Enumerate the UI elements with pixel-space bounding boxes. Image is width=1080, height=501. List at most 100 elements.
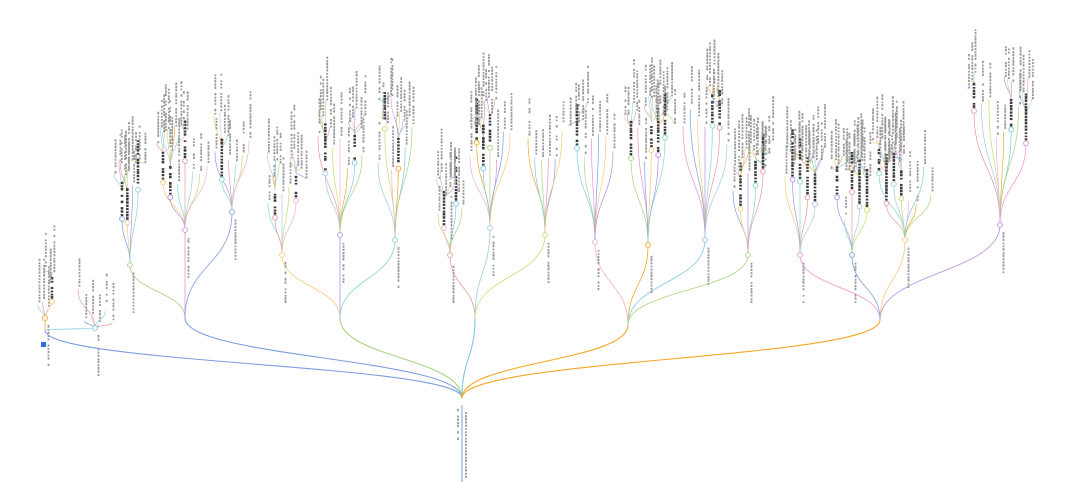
leaf-node-17-1[interactable] [883, 200, 890, 207]
branch-node-15[interactable] [797, 252, 803, 258]
branch-node-14[interactable] [745, 252, 751, 258]
twig-label-18-7-0 [1019, 46, 1022, 91]
leaf-node-0-3[interactable] [49, 298, 55, 305]
leaf-node-15-1[interactable] [789, 176, 796, 183]
leaf-label-17-4 [909, 151, 912, 192]
leaf-label-0-1 [43, 258, 46, 300]
branch-node-5[interactable] [279, 252, 285, 258]
branch-node-1[interactable] [92, 325, 98, 331]
leaf-node-2-1[interactable] [124, 219, 131, 226]
branch-node-6[interactable] [337, 232, 343, 238]
leaf-node-3-1[interactable] [167, 194, 174, 201]
leaf-node-2-0[interactable] [119, 216, 125, 222]
leaf-label-10-3 [549, 114, 551, 156]
branch-node-12[interactable] [645, 242, 651, 248]
twig-edge-0-3-0 [44, 269, 53, 274]
leaf-node-2-3[interactable] [135, 186, 141, 193]
leaf-edge-10-5 [544, 131, 563, 236]
twig-edge-4-1-1 [219, 110, 223, 152]
leaf-node-8-3[interactable] [453, 200, 459, 207]
leaf-node-4-1[interactable] [218, 176, 225, 183]
branch-node-18[interactable] [997, 222, 1003, 228]
leaf-node-16-4[interactable] [864, 207, 870, 213]
branch-node-16[interactable] [849, 252, 855, 258]
branch-edge-12 [627, 244, 649, 326]
leaf-node-8-1[interactable] [441, 225, 447, 231]
leaf-label-11-3 [599, 100, 601, 132]
leaf-edge-13-5 [704, 127, 721, 241]
twig-label-3-0-2 [164, 84, 167, 132]
twig-label-12-3-0 [644, 64, 647, 106]
leaf-node-13-5[interactable] [716, 124, 723, 131]
branch-node-7[interactable] [392, 237, 398, 243]
branch-node-11[interactable] [592, 239, 598, 245]
leaf-node-9-2[interactable] [480, 165, 487, 172]
leaf-node-9-3[interactable] [487, 144, 493, 151]
leaf-node-18-0[interactable] [971, 108, 977, 114]
leaf-node-3-3[interactable] [182, 158, 188, 164]
branch-edge-1 [44, 327, 96, 331]
leaf-node-18-7[interactable] [1023, 140, 1029, 147]
branch-node-4[interactable] [229, 209, 235, 215]
leaf-node-13-4[interactable] [709, 122, 716, 129]
twig-edge-12-3-3 [651, 116, 657, 123]
leaf-node-17-0[interactable] [876, 170, 882, 177]
branch-node-2[interactable] [127, 262, 133, 268]
twig-label-6-5-2 [355, 70, 358, 109]
leaf-node-17-2[interactable] [891, 181, 897, 187]
leaf-node-12-0[interactable] [628, 155, 634, 162]
leaf-label-1-1 [85, 293, 88, 319]
leaf-node-16-0[interactable] [834, 194, 840, 201]
leaf-node-7-3[interactable] [395, 165, 402, 172]
leaf-label-3-4 [192, 138, 195, 169]
leaf-node-11-0[interactable] [574, 145, 580, 152]
leaf-node-12-3[interactable] [648, 147, 655, 153]
leaf-label-11-5 [613, 113, 616, 149]
twig-label-15-4-3 [820, 122, 823, 160]
leaf-node-15-2[interactable] [797, 178, 803, 185]
leaf-node-16-2[interactable] [849, 189, 855, 195]
leaf-edge-18-7 [999, 143, 1027, 226]
leaf-label-1-4 [105, 273, 108, 302]
twig-label-16-2-0 [845, 139, 848, 171]
leaf-node-14-4[interactable] [760, 168, 766, 175]
twig-edge-12-3-2 [651, 96, 653, 123]
leaf-node-18-5[interactable] [1008, 126, 1014, 133]
twig-label-18-5-1 [1007, 48, 1010, 80]
leaf-edge-2-0 [121, 218, 131, 266]
leaf-node-16-3[interactable] [856, 203, 863, 210]
branch-node-10[interactable] [542, 232, 548, 238]
leaf-node-9-1[interactable] [473, 139, 480, 146]
twig-label-3-1-4 [180, 81, 183, 126]
leaf-node-14-3[interactable] [752, 182, 759, 189]
leaf-edge-11-5 [594, 150, 614, 243]
branch-node-9[interactable] [487, 225, 493, 231]
leaf-node-5-1[interactable] [272, 214, 278, 221]
leaf-node-14-1[interactable] [737, 205, 744, 212]
root-node[interactable] [456, 400, 470, 482]
leaf-node-5-4[interactable] [293, 197, 299, 204]
branch-node-0[interactable] [42, 315, 48, 321]
leaf-label-5-1 [273, 193, 277, 215]
twig-label-12-5-1 [662, 71, 665, 115]
leaf-node-6-1[interactable] [322, 170, 329, 177]
leaf-node-3-0[interactable] [160, 179, 166, 186]
leaf-node-6-5[interactable] [351, 159, 358, 166]
leaf-node-12-4[interactable] [655, 152, 662, 158]
twig-edge-17-3-2 [900, 135, 903, 171]
leaf-label-18-2 [989, 62, 992, 98]
twig-label-6-5-1 [352, 86, 354, 118]
leaf-node-7-1[interactable] [381, 126, 388, 132]
leaf-node-15-3[interactable] [804, 194, 811, 201]
branch-node-13[interactable] [702, 237, 708, 243]
leaf-node-12-5[interactable] [662, 134, 668, 141]
leaf-label-5-0 [268, 175, 271, 200]
branch-node-8[interactable] [447, 252, 453, 258]
leaf-node-17-3[interactable] [898, 195, 905, 202]
leaf-node-15-4[interactable] [812, 201, 818, 208]
leaf-edge-9-2 [482, 168, 491, 229]
twig-label-2-3-1 [135, 132, 137, 164]
branch-node-3[interactable] [182, 227, 188, 233]
branch-node-17[interactable] [902, 237, 908, 243]
selected-node-marker[interactable] [41, 342, 46, 347]
